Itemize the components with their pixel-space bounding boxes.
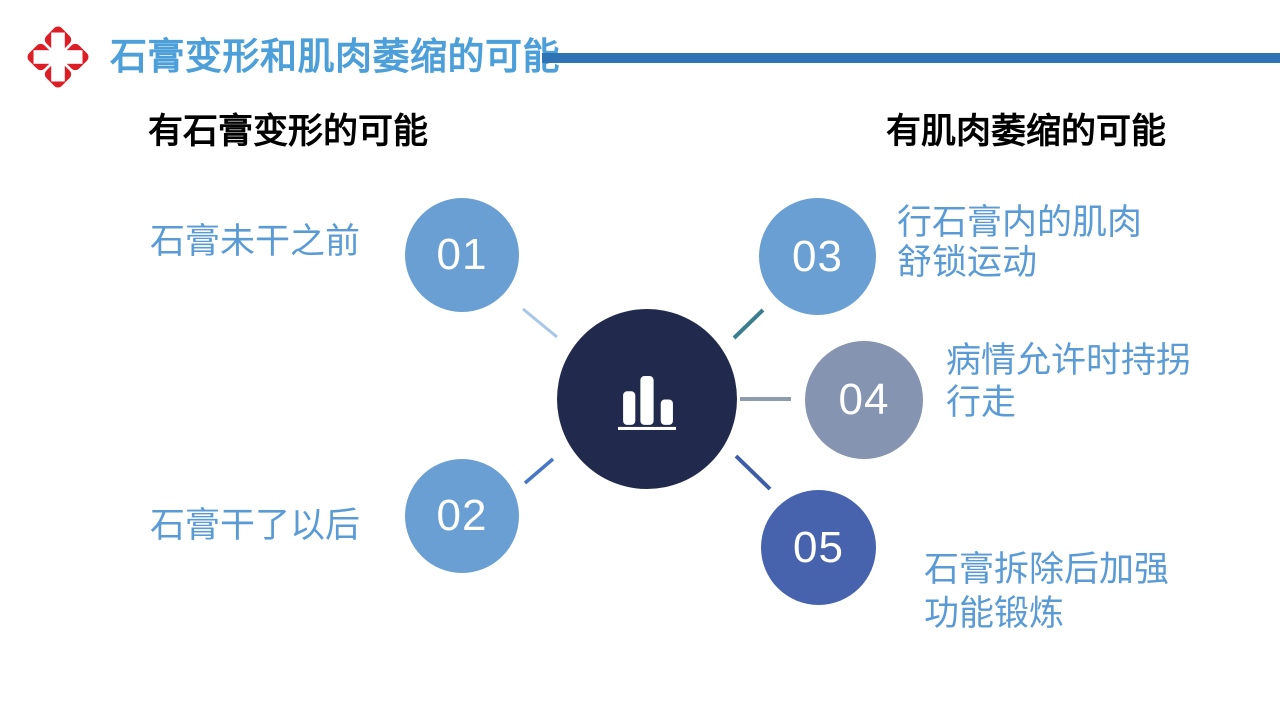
item-label-line: 行走 [946, 383, 1017, 422]
item-label-line: 石膏未干之前 [150, 222, 361, 261]
item-number-03: 03 [792, 231, 843, 281]
bar-chart-icon [618, 375, 676, 430]
item-label-04: 病情允许时持拐 行走 [946, 340, 1191, 424]
item-label-line: 石膏拆除后加强 [924, 550, 1170, 589]
item-label-01: 石膏未干之前 [150, 221, 360, 263]
item-circle-03: 03 [759, 198, 876, 315]
item-number-01: 01 [436, 230, 488, 279]
item-label-03: 行石膏内的肌肉 舒锁运动 [897, 203, 1142, 283]
item-label-05: 石膏拆除后加强 功能锻炼 [924, 548, 1169, 636]
item-number-02: 02 [436, 491, 488, 540]
item-circle-02: 02 [405, 459, 519, 573]
hospital-cross-logo [24, 23, 92, 91]
title-rule [542, 53, 1280, 63]
slide-title: 石膏变形和肌肉萎缩的可能 [110, 36, 560, 77]
right-column-heading: 有肌肉萎缩的可能 [886, 112, 1167, 151]
item-label-line: 病情允许时持拐 [946, 341, 1192, 380]
item-circle-04: 04 [805, 341, 923, 459]
hub-circle [557, 309, 737, 489]
item-label-line: 行石膏内的肌肉 [897, 203, 1143, 242]
item-label-02: 石膏干了以后 [150, 505, 360, 547]
item-label-line: 石膏干了以后 [150, 506, 361, 545]
item-number-04: 04 [838, 375, 890, 424]
connector-item-01 [522, 307, 558, 339]
connector-item-05 [734, 454, 772, 491]
item-circle-01: 01 [405, 198, 519, 312]
item-circle-05: 05 [761, 490, 876, 605]
left-column-heading: 有石膏变形的可能 [148, 112, 429, 151]
item-label-line: 舒锁运动 [897, 243, 1038, 282]
connector-item-02 [523, 457, 555, 485]
item-label-line: 功能锻炼 [924, 594, 1065, 633]
item-number-05: 05 [793, 522, 844, 572]
connector-item-03 [732, 308, 765, 340]
